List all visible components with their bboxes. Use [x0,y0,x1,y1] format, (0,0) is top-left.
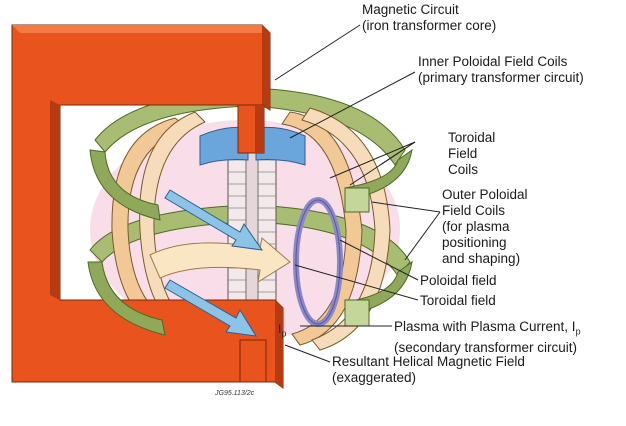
helical-arrow-upper [164,189,264,251]
label-outer-poloidal-line5: and shaping) [442,251,521,266]
label-inner-poloidal: Inner Poloidal Field Coils (primary tran… [418,54,584,86]
label-toroidal-coils-line1: Toroidal [448,130,496,145]
label-toroidal-coils-line3: Coils [448,162,479,177]
label-outer-poloidal-line1: Outer Poloidal [442,187,528,202]
label-plasma-current-line1: Plasma with Plasma Current, Ip [394,319,581,340]
lower-poloidal-coil-front [87,261,166,336]
helical-arrow-lower [164,279,257,337]
label-outer-poloidal-line3: (for plasma [442,219,510,234]
label-plasma-current-sub: p [575,326,581,337]
label-outer-poloidal-line2: Field Coils [442,203,506,218]
label-toroidal-coils-line2: Field [448,146,478,161]
label-outer-poloidal: Outer Poloidal Field Coils (for plasma p… [442,187,528,267]
label-inner-poloidal-line2: (primary transformer circuit) [418,70,584,85]
label-magnetic-circuit: Magnetic Circuit (iron transformer core) [362,2,496,34]
ip-marker-sub: p [281,328,287,339]
toroidal-coils [111,107,391,351]
ip-marker: Ip [278,322,286,338]
label-outer-poloidal-line4: positioning [442,235,507,250]
label-plasma-current-text: Plasma with Plasma Current, I [394,319,576,334]
ip-marker-text: I [278,322,282,336]
label-helical: Resultant Helical Magnetic Field (exagge… [332,354,525,386]
label-poloidal-field: Poloidal field [420,273,497,288]
label-magnetic-circuit-line2: (iron transformer core) [362,18,497,33]
label-plasma-current-line2: (secondary transformer circuit) [394,339,578,355]
lower-coil-block [344,299,370,327]
inner-poloidal-cap-left [199,126,249,166]
label-inner-poloidal-line1: Inner Poloidal Field Coils [418,54,568,69]
leader-lines [274,24,441,363]
label-helical-line2: (exaggerated) [332,370,417,385]
label-toroidal-coils: Toroidal Field Coils [448,130,495,178]
label-plasma-current: Plasma with Plasma Current, Ip (secondar… [394,319,581,356]
label-toroidal-field: Toroidal field [420,293,496,308]
upper-coil-block [344,187,370,213]
label-magnetic-circuit-line1: Magnetic Circuit [362,2,459,17]
upper-poloidal-coil-front [89,149,161,221]
figure-credit: JG95.113/2c [215,390,255,397]
label-helical-line1: Resultant Helical Magnetic Field [332,354,525,369]
